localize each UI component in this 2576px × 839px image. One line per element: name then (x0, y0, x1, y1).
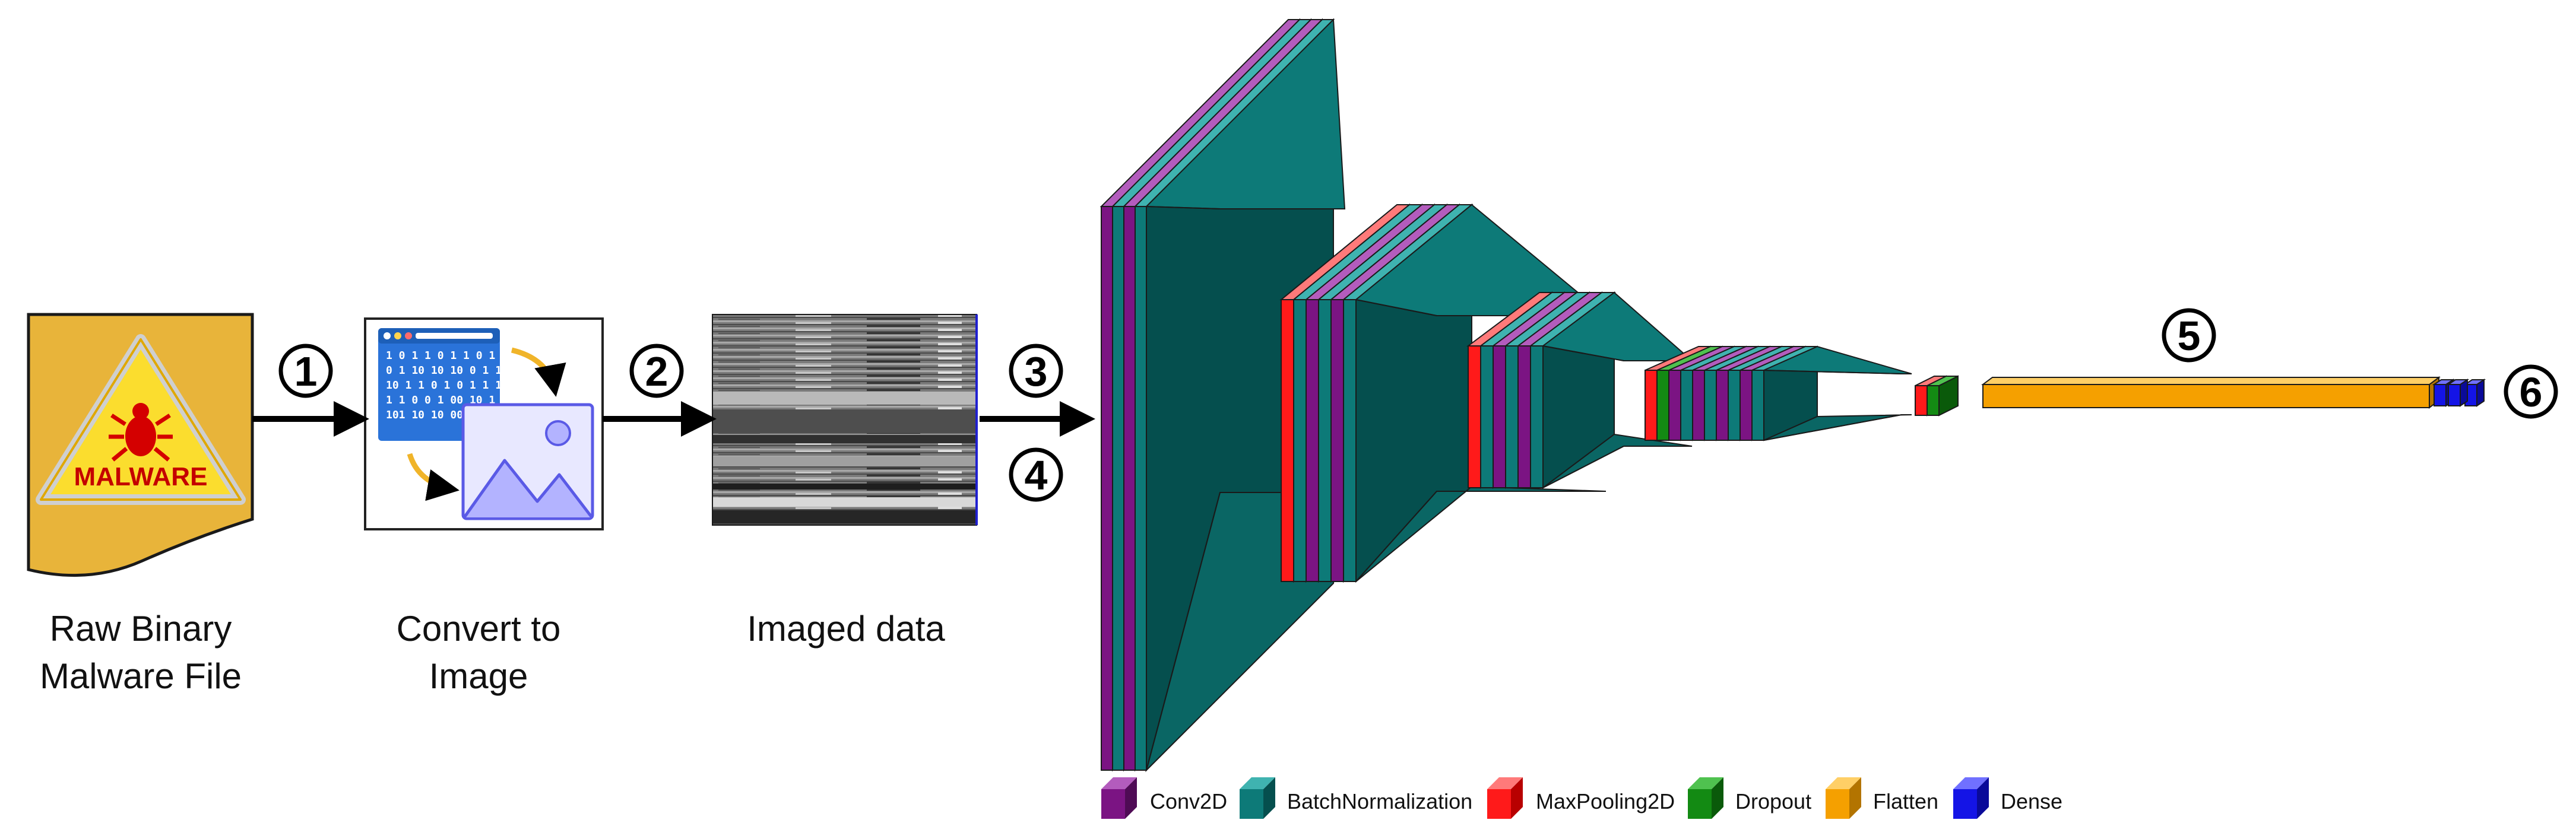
layer-flatten-28 (1981, 376, 2441, 409)
imaged-data-picture (712, 314, 978, 526)
binary-row-2: 0 1 10 10 10 0 1 1 1 00 (386, 364, 534, 377)
svg-text:4: 4 (1025, 452, 1048, 498)
layer-dropout-27 (1927, 375, 1959, 417)
layer-transition-top (1145, 18, 1346, 209)
step-marker-3: 3 (1009, 344, 1063, 398)
svg-text:2: 2 (645, 348, 668, 395)
svg-text:6: 6 (2520, 369, 2543, 415)
step-marker-6: 6 (2504, 364, 2558, 419)
stage-3-caption: Imaged data (747, 609, 945, 649)
stage-1-caption-line2: Malware File (40, 656, 242, 696)
svg-text:5: 5 (2178, 313, 2201, 359)
binary-row-5: 101 10 10 001 (386, 409, 470, 421)
step-marker-5: 5 (2162, 308, 2216, 363)
stage-2-caption-line1: Convert to (397, 609, 561, 649)
malware-file-icon: MALWARE (27, 313, 254, 577)
cnn-architecture (1100, 18, 2486, 773)
layer-connector (1763, 370, 1902, 374)
legend-item-dense: Dense (1953, 777, 2062, 819)
svg-text:Flatten: Flatten (1873, 789, 1938, 813)
svg-text:1: 1 (294, 348, 318, 395)
legend-item-batchnormalization: BatchNormalization (1240, 777, 1472, 819)
step-marker-1: 1 (278, 344, 333, 398)
svg-text:MaxPooling2D: MaxPooling2D (1536, 789, 1675, 813)
stage-1-caption-line1: Raw Binary (50, 609, 232, 649)
layer-connector (1763, 414, 1902, 441)
layer-dense-31 (2446, 379, 2470, 407)
stage-2-caption-line2: Image (429, 656, 528, 696)
layer-connector (1542, 446, 1624, 488)
svg-text:Conv2D: Conv2D (1150, 789, 1227, 813)
picture-icon (461, 403, 594, 520)
layer-connector (1146, 206, 1221, 209)
legend-item-conv2d: Conv2D (1101, 777, 1227, 819)
svg-text:Dropout: Dropout (1735, 789, 1811, 813)
layer-connector (1146, 492, 1221, 771)
svg-text:Dense: Dense (2001, 789, 2062, 813)
legend-item-maxpooling2d: MaxPooling2D (1487, 777, 1675, 819)
legend-item-flatten: Flatten (1826, 777, 1938, 819)
malware-label: MALWARE (74, 462, 208, 491)
convert-to-image-icon: 1 0 1 1 0 1 1 0 1 1 0 1 0 0 1 10 10 10 0… (364, 317, 604, 530)
legend: Conv2D BatchNormalization MaxPooling2D D… (1101, 777, 2062, 819)
step-marker-4: 4 (1009, 447, 1063, 502)
step-marker-2: 2 (629, 344, 684, 398)
layer-connector (1542, 345, 1624, 361)
layer-connector (1355, 491, 1437, 582)
bug-icon (109, 403, 173, 462)
binary-row-1: 1 0 1 1 0 1 1 0 1 1 0 1 0 (386, 349, 547, 362)
svg-text:BatchNormalization: BatchNormalization (1287, 789, 1472, 813)
legend-item-dropout: Dropout (1688, 777, 1811, 819)
layer-connector (1355, 299, 1437, 316)
binary-row-3: 10 1 1 0 1 0 1 1 10 101 (386, 379, 534, 392)
svg-text:3: 3 (1025, 348, 1048, 395)
